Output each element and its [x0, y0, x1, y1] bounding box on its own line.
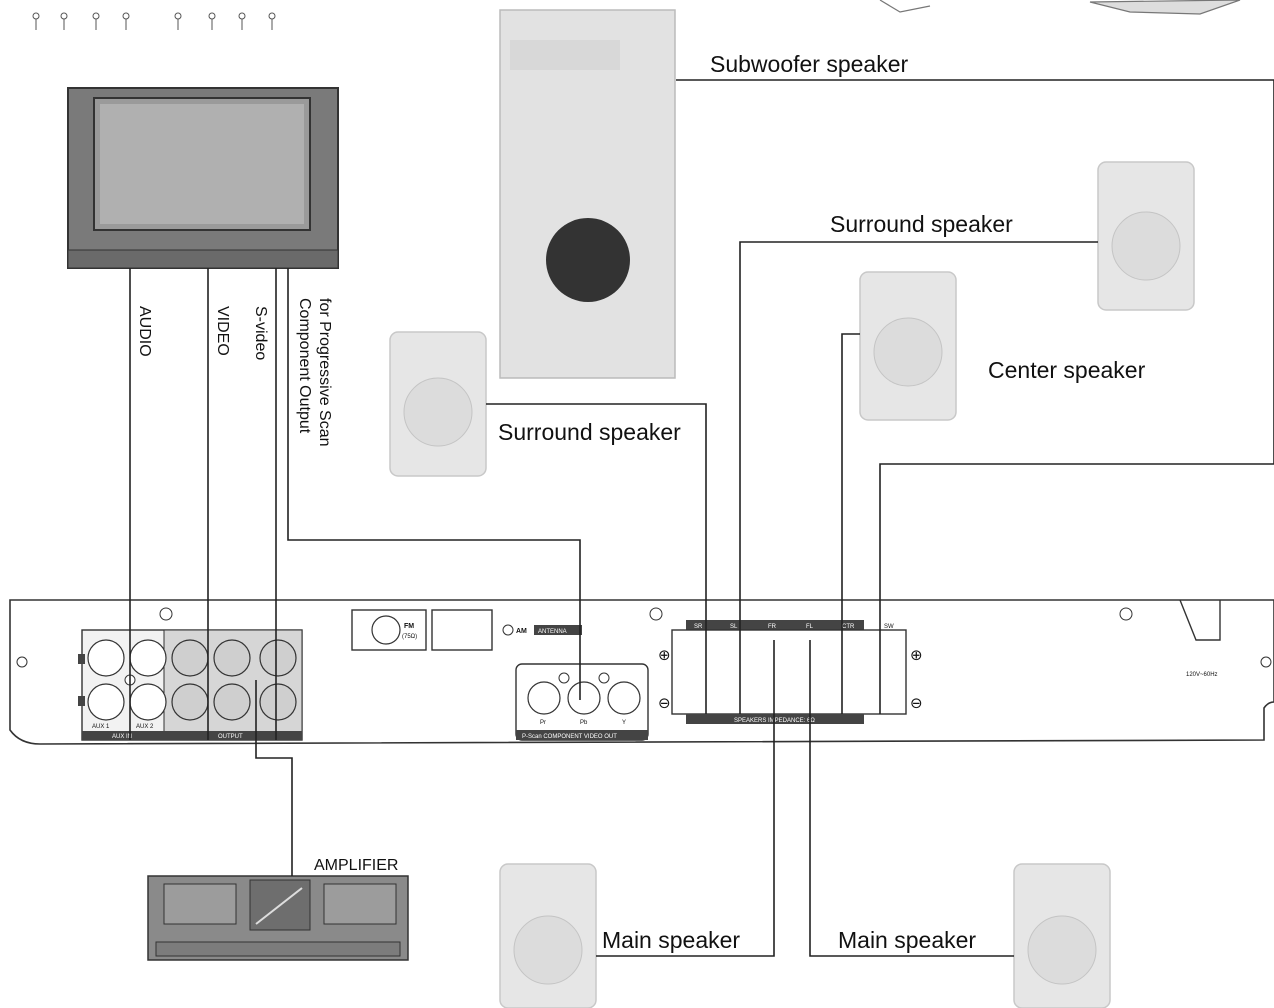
terminal-sr-label: SR [694, 624, 703, 630]
label-surround-right: Surround speaker [830, 211, 1013, 237]
power-rating-label: 120V~60Hz [1186, 672, 1218, 678]
speaker-surround-right-icon [1097, 161, 1195, 311]
subwoofer-icon [499, 9, 676, 379]
speaker-main-right-icon [1013, 863, 1111, 1008]
aux1-label: AUX 1 [92, 724, 110, 730]
wire-main-left [596, 640, 775, 957]
aux-in-label: AUX IN [112, 734, 132, 740]
label-video: VIDEO [214, 306, 231, 356]
antenna-terminals: FM (75Ω) AM ANTENNA [351, 609, 582, 651]
plus-left-symbol: ⊕ [658, 647, 671, 664]
pb-label: Pb [580, 720, 588, 726]
label-audio: AUDIO [136, 306, 153, 357]
speaker-surround-left-icon [389, 331, 487, 477]
terminal-sw-label: SW [884, 624, 894, 630]
aux-output-jack-block: AUX IN OUTPUT AUX 1 AUX 2 [78, 629, 303, 741]
speaker-main-left-icon [499, 863, 597, 1008]
terminal-fr-label: FR [768, 624, 777, 630]
television [67, 87, 339, 269]
label-component-line1: Component Output [296, 298, 313, 434]
connection-wires [129, 79, 1274, 957]
label-svideo: S-video [252, 306, 269, 360]
label-surround-left: Surround speaker [498, 419, 681, 445]
wire-subwoofer [676, 79, 1274, 714]
y-label: Y [622, 720, 626, 726]
pr-label: Pr [540, 720, 546, 726]
plus-right-symbol: ⊕ [910, 647, 923, 664]
label-main-left: Main speaker [602, 927, 740, 953]
antenna-label: ANTENNA [538, 629, 567, 635]
amplifier-icon [147, 875, 409, 961]
label-center: Center speaker [988, 357, 1146, 383]
fm-label: FM [404, 623, 414, 630]
wire-amplifier [255, 680, 293, 876]
output-label: OUTPUT [218, 734, 243, 740]
terminal-ctr-label: CTR [842, 624, 855, 630]
speaker-terminal-block: SR SL FR FL CTR SW SPEAKERS IMPEDANCE: 6… [658, 620, 923, 724]
label-main-right: Main speaker [838, 927, 976, 953]
wire-surround-left [486, 403, 707, 714]
minus-right-symbol: ⊖ [910, 695, 923, 712]
top-right-fragment [879, 0, 1241, 15]
component-video-out-block: Pr Pb Y P-Scan COMPONENT VIDEO OUT [515, 663, 649, 741]
label-component-line2: for Progressive Scan [316, 298, 333, 447]
label-subwoofer: Subwoofer speaker [710, 51, 909, 77]
pscan-label: P-Scan COMPONENT VIDEO OUT [522, 734, 617, 740]
speaker-center-icon [859, 271, 957, 421]
wire-surround-right [739, 241, 1098, 714]
minus-left-symbol: ⊖ [658, 695, 671, 712]
terminal-sl-label: SL [730, 624, 738, 630]
top-connector-symbols [32, 12, 276, 30]
wire-main-right [809, 640, 1014, 957]
label-amplifier: AMPLIFIER [314, 857, 398, 874]
wire-center [841, 333, 860, 714]
aux2-label: AUX 2 [136, 724, 154, 730]
wire-component [287, 268, 581, 700]
terminal-fl-label: FL [806, 624, 814, 630]
am-label: AM [516, 628, 527, 635]
fm-ohm-label: (75Ω) [402, 634, 417, 640]
